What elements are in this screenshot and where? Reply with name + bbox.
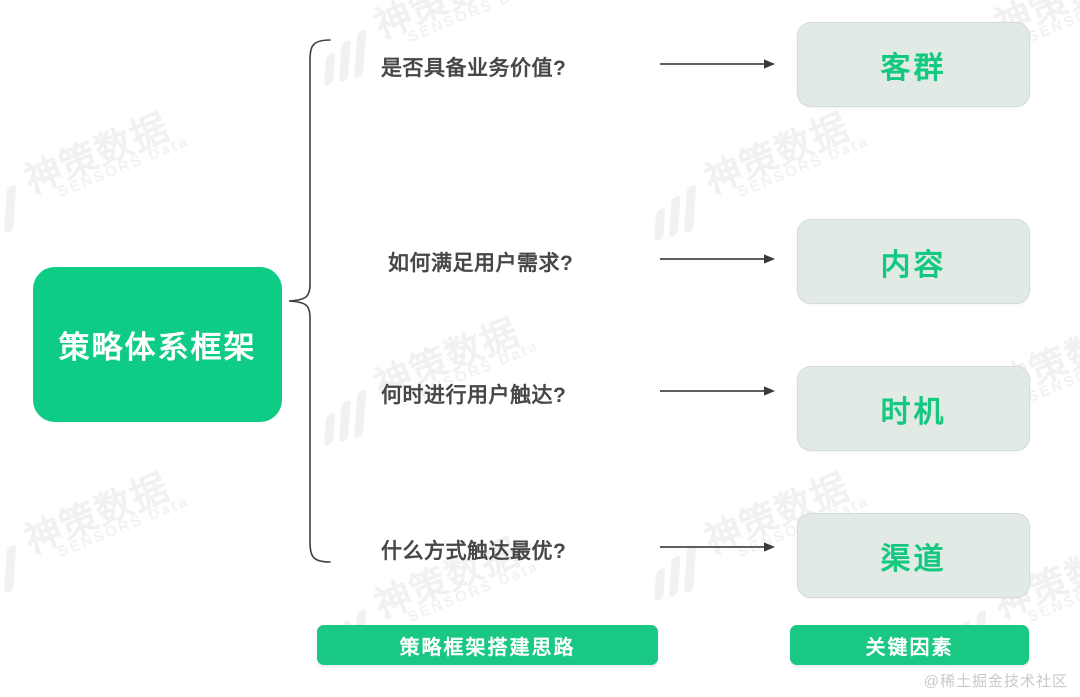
result-label-3: 时机 [880,395,947,429]
result-label-1: 客群 [880,51,947,85]
curly-brace-connector [288,39,331,563]
arrow-2 [660,254,775,264]
root-node-strategy-framework[interactable]: 策略体系框架 [33,267,282,422]
question-label-2: 如何满足用户需求? [388,252,574,275]
question-label-4: 什么方式触达最优? [381,540,567,563]
root-node-label: 策略体系框架 [58,330,257,365]
question-label-3: 何时进行用户触达? [381,384,567,407]
legend-pill-key-factors[interactable]: 关键因素 [790,625,1029,665]
arrow-3 [660,386,775,396]
result-label-2: 内容 [880,248,947,282]
result-label-4: 渠道 [880,542,947,576]
result-box-2[interactable]: 内容 [797,219,1030,304]
legend-right-label: 关键因素 [865,636,954,659]
arrow-4 [660,542,775,552]
legend-pill-framework-approach[interactable]: 策略框架搭建思路 [317,625,658,665]
result-box-4[interactable]: 渠道 [797,513,1030,598]
legend-left-label: 策略框架搭建思路 [399,636,576,659]
result-box-3[interactable]: 时机 [797,366,1030,451]
attribution-watermark: @稀土掘金技术社区 [923,673,1068,690]
question-label-1: 是否具备业务价值? [381,57,567,80]
result-box-1[interactable]: 客群 [797,22,1030,107]
arrow-1 [660,59,775,69]
